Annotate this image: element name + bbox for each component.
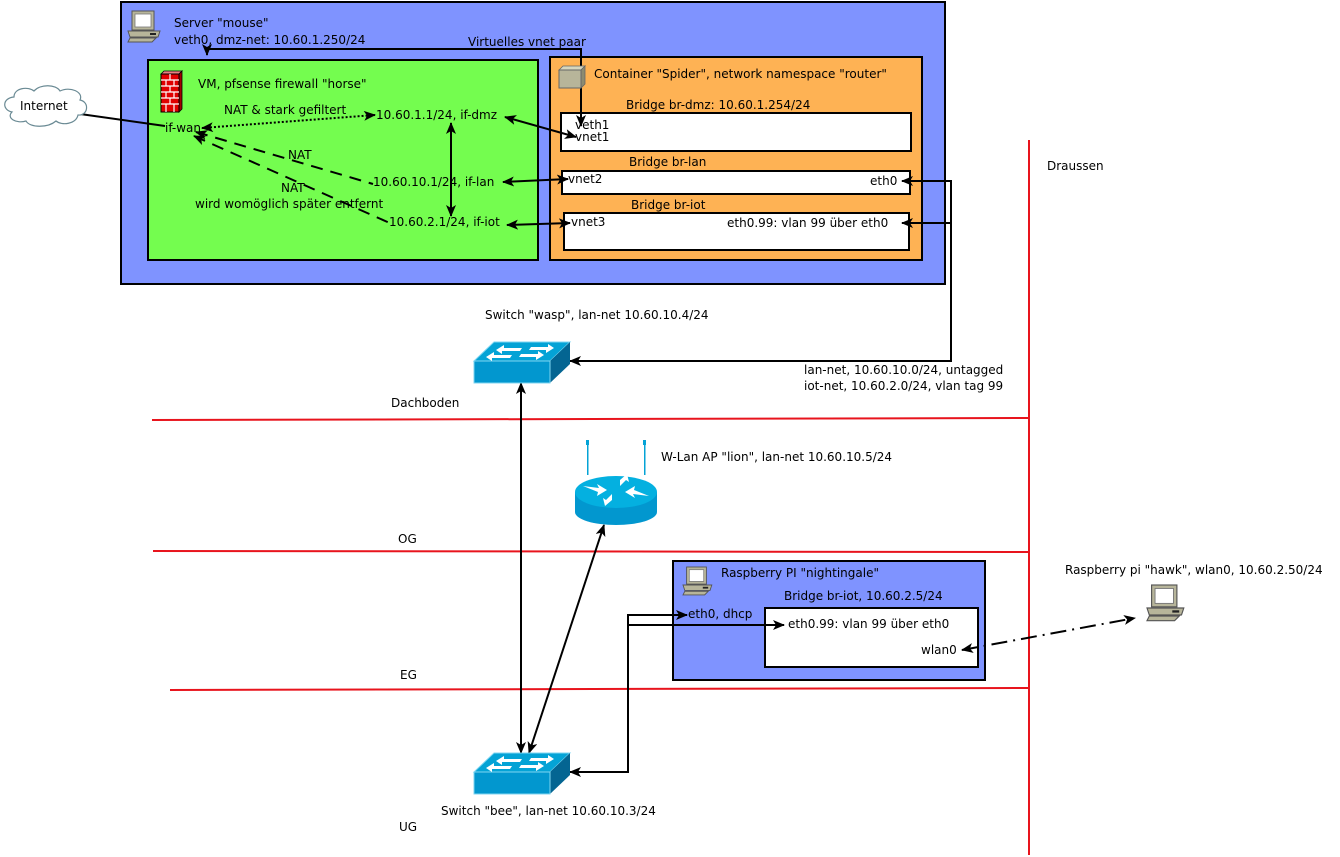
link-lion-bee — [527, 524, 606, 754]
switch-icon — [472, 752, 572, 795]
bridge-br-lan-vnet2: vnet2 — [568, 172, 603, 186]
floor-line-dachboden — [151, 417, 1031, 421]
edge-wan-iot — [193, 135, 393, 225]
bridge-br-lan-box — [561, 170, 911, 195]
floor-ug-label: UG — [399, 820, 418, 834]
computer-icon — [127, 10, 161, 43]
wireless-router-icon — [575, 440, 657, 525]
link-lan-vnet2 — [502, 174, 569, 187]
server-title: Server "mouse" — [174, 16, 269, 30]
floor-dachboden-label: Dachboden — [391, 396, 460, 410]
ap-lion-label: W-Lan AP "lion", lan-net 10.60.10.5/24 — [661, 450, 893, 464]
bridge-br-dmz-title: Bridge br-dmz: 10.60.1.254/24 — [626, 98, 811, 112]
edge-iot-label: NAT — [281, 181, 305, 195]
if-dmz-label: 10.60.1.1/24, if-dmz — [376, 108, 498, 122]
floor-draussen-label: Draussen — [1047, 159, 1104, 173]
if-wan-label: if-wan — [165, 121, 202, 135]
server-subtitle: veth0, dmz-net: 10.60.1.250/24 — [174, 33, 366, 47]
bridge-br-iot-vnet3: vnet3 — [571, 215, 606, 229]
computer-icon — [682, 566, 713, 596]
nightingale-title: Raspberry PI "nightingale" — [721, 566, 879, 580]
computer-icon — [1146, 584, 1185, 622]
rpi-hawk-label: Raspberry pi "hawk", wlan0, 10.60.2.50/2… — [1065, 563, 1323, 577]
link-wlan-hawk — [961, 615, 1136, 653]
bridge-br-dmz-vnet1: vnet1 — [575, 130, 610, 144]
floor-line-og — [152, 550, 1031, 553]
bridge-br-lan-title: Bridge br-lan — [629, 155, 707, 169]
nightingale-bridge-title: Bridge br-iot, 10.60.2.5/24 — [784, 589, 943, 603]
firewall-icon — [160, 70, 183, 113]
nightingale-eth099: eth0.99: vlan 99 über eth0 — [788, 617, 950, 631]
link-iot-vnet3 — [506, 218, 571, 230]
if-lan-label: 10.60.10.1/24, if-lan — [373, 175, 495, 189]
if-iot-label: 10.60.2.1/24, if-iot — [389, 215, 500, 229]
link-bee-nightingale — [569, 610, 688, 777]
floor-line-eg — [169, 687, 1031, 691]
switch-icon — [472, 341, 572, 384]
bridge-br-iot-eth099: eth0.99: vlan 99 über eth0 — [727, 216, 889, 230]
switch-bee-label: Switch "bee", lan-net 10.60.10.3/24 — [441, 804, 656, 818]
container-title: Container "Spider", network namespace "r… — [594, 67, 887, 81]
nightingale-wlan0: wlan0 — [921, 643, 957, 657]
internet-label: Internet — [20, 99, 68, 113]
vnet-pair-label: Virtuelles vnet paar — [468, 35, 586, 49]
link-eth0-trunk — [569, 176, 952, 366]
edge-iot-note: wird womöglich später entfernt — [195, 197, 384, 211]
bridge-br-iot-title: Bridge br-iot — [631, 198, 706, 212]
floor-eg-label: EG — [400, 668, 417, 682]
bridge-br-lan-eth0: eth0 — [870, 174, 898, 188]
vm-title: VM, pfsense firewall "horse" — [198, 77, 367, 91]
edge-wan-lan — [195, 130, 374, 185]
cloud-icon — [4, 85, 88, 127]
floor-og-label: OG — [398, 532, 417, 546]
trunk-label-line2: iot-net, 10.60.2.0/24, vlan tag 99 — [804, 379, 1004, 393]
edge-dmz-label: NAT & stark gefiltert — [224, 103, 347, 117]
nightingale-eth0: eth0, dhcp — [688, 607, 753, 621]
edge-lan-label: NAT — [288, 148, 312, 162]
bridge-br-dmz-box — [560, 112, 912, 152]
trunk-label-line1: lan-net, 10.60.10.0/24, untagged — [804, 363, 1004, 377]
bridge-br-dmz-veth1: veth1 — [575, 118, 610, 132]
container-icon — [558, 65, 586, 89]
switch-wasp-label: Switch "wasp", lan-net 10.60.10.4/24 — [485, 308, 709, 322]
